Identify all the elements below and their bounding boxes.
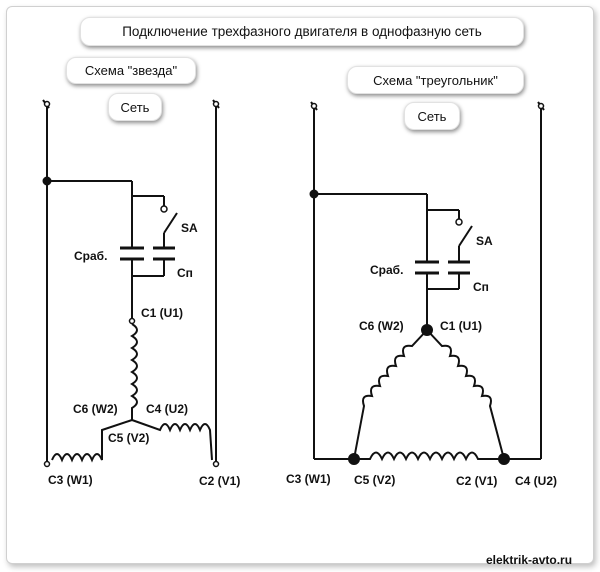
- triangle-coil-left: [353, 329, 428, 460]
- diagram-title: Подключение трехфазного двигателя в одно…: [80, 17, 524, 46]
- star-label-c1: C1 (U1): [141, 306, 183, 320]
- triangle-network-text: Сеть: [417, 108, 447, 124]
- star-switch-label: SA: [181, 221, 198, 235]
- triangle-scheme-text: Схема "треугольник": [373, 72, 498, 88]
- triangle-switch-sa: [458, 225, 473, 247]
- triangle-run-cap-label: Сп: [473, 280, 489, 294]
- star-label-c6: C6 (W2): [73, 402, 118, 416]
- star-network-terminal-left: [42, 99, 51, 109]
- triangle-network-label: Сеть: [404, 102, 460, 130]
- star-junction: [42, 176, 52, 186]
- star-label-c2: C2 (V1): [199, 474, 240, 488]
- triangle-scheme-label: Схема "треугольник": [347, 66, 524, 94]
- triangle-run-capacitor: [448, 260, 470, 275]
- triangle-start-cap-label: Сраб.: [370, 263, 403, 277]
- triangle-network-terminal-left: [310, 101, 318, 111]
- triangle-label-c3: C3 (W1): [286, 472, 331, 486]
- star-terminal-c3: [43, 460, 51, 468]
- triangle-label-c2: C2 (V1): [456, 474, 497, 488]
- triangle-junction-top: [309, 189, 319, 199]
- triangle-coil-bottom: [354, 451, 504, 462]
- star-start-cap-label: Сраб.: [74, 249, 107, 263]
- triangle-coil-right: [426, 329, 505, 460]
- triangle-switch-label: SA: [476, 234, 493, 248]
- star-label-c5: C5 (V2): [108, 431, 149, 445]
- star-label-c4: C4 (U2): [146, 402, 188, 416]
- star-label-c3: C3 (W1): [48, 473, 93, 487]
- title-text: Подключение трехфазного двигателя в одно…: [122, 24, 482, 39]
- star-run-capacitor: [153, 246, 175, 261]
- star-terminal-c2: [212, 460, 220, 468]
- triangle-label-c4: C4 (U2): [515, 474, 557, 488]
- star-coil-right: [131, 419, 213, 461]
- triangle-node-c2: [498, 453, 510, 465]
- star-coil-vertical: [130, 323, 138, 420]
- triangle-node-c1: [421, 324, 433, 336]
- triangle-switch-contact: [455, 218, 463, 226]
- triangle-node-c5: [348, 453, 360, 465]
- site-watermark: elektrik-avto.ru: [486, 553, 573, 567]
- star-network-label: Сеть: [108, 93, 162, 121]
- triangle-network-terminal-right: [537, 101, 545, 111]
- star-scheme-label: Схема "звезда": [66, 57, 196, 84]
- diagram-frame: [6, 6, 594, 564]
- triangle-label-c5: C5 (V2): [354, 473, 395, 487]
- triangle-start-capacitor: [415, 260, 439, 275]
- star-terminal-c1: [128, 317, 136, 325]
- star-coil-left: [51, 419, 133, 463]
- star-network-terminal-right: [212, 99, 220, 109]
- star-network-text: Сеть: [120, 99, 150, 115]
- star-start-capacitor: [120, 246, 144, 261]
- star-switch-contact: [160, 205, 168, 213]
- triangle-label-c6: C6 (W2): [359, 319, 404, 333]
- star-scheme-text: Схема "звезда": [84, 63, 178, 78]
- star-run-cap-label: Сп: [177, 266, 193, 280]
- star-switch-sa: [163, 212, 178, 234]
- triangle-label-c1: C1 (U1): [440, 319, 482, 333]
